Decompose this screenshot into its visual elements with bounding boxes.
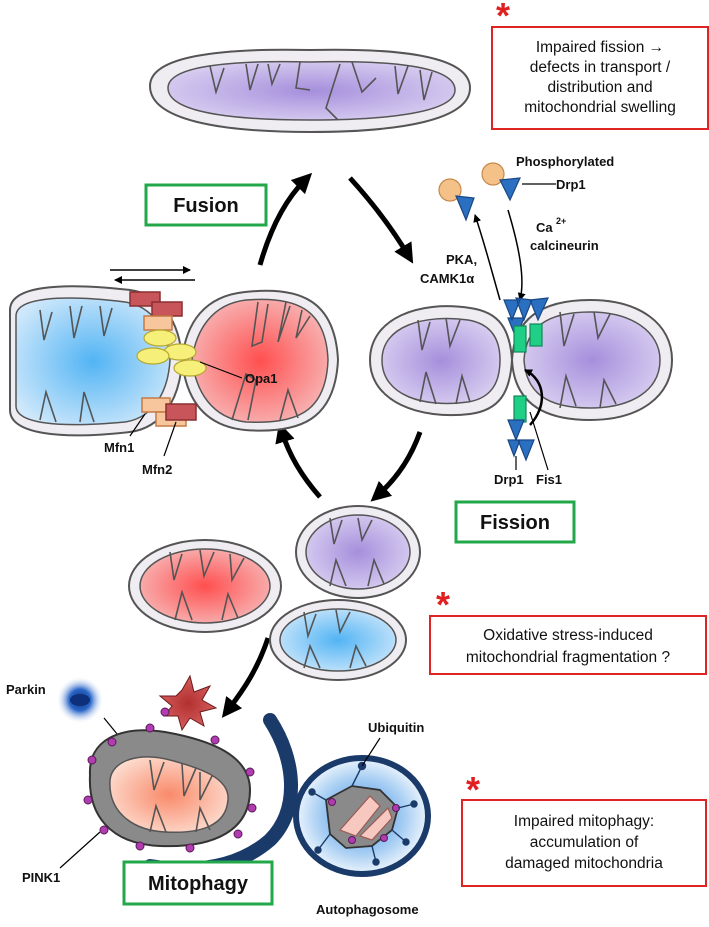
opa1-protein-4 [173,359,207,377]
fis1-protein-top [513,325,527,353]
fis1-label: Fis1 [536,472,562,487]
oxidative-star: * [436,584,450,625]
fusing-mitochondria: Opa1 Mfn1 Mfn2 [9,266,340,477]
camk-label: CAMK1α [420,271,474,286]
ubiquitin-label: Ubiquitin [368,720,424,735]
mfn1-protein-top [143,315,173,331]
phosphorylated-label: Phosphorylated [516,154,614,169]
arrow-to-fusion [257,172,313,266]
mitophagy-stage-label: Mitophagy [122,860,274,906]
fission-stage-label: Fission [454,500,576,544]
ubiquitin-chains [308,761,418,866]
damaged-mitochondrion: Parkin PINK1 [6,674,298,885]
autophagosome: Ubiquitin Autophagosome [293,720,431,917]
phosphorylated-drp1: Phosphorylated Drp1 Ca 2+ calcineurin PK… [420,154,614,301]
fusion-stage-label: Fusion [144,183,268,227]
fis1-protein-bottom [513,395,527,423]
fusion-label: Fusion [173,195,239,217]
arrow-to-fission [348,176,414,264]
impaired-mitophagy-note: * Impaired mitophagy: accumulation of da… [461,769,707,887]
arrow-to-fragments [370,431,423,502]
impaired-fission-line-3: distribution and [547,79,652,96]
cycle-arrows [221,172,423,718]
arrow-to-mitophagy [221,637,271,718]
impaired-fission-line-1: Impaired fission → [536,39,664,56]
mfn2-protein-bottom [165,403,197,421]
impaired-fission-line-2: defects in transport / [530,59,671,76]
impaired-mitophagy-line-2: accumulation of [530,834,639,851]
drp1-top-label: Drp1 [556,177,586,192]
pink1-dots [83,707,257,853]
drp1-ring-bottom [507,419,535,462]
fused-mitochondrion [148,48,472,134]
oxidative-line-2: mitochondrial fragmentation ? [466,649,671,666]
ca-superscript: 2+ [556,216,566,226]
parkin-label: Parkin [6,682,46,697]
pka-label: PKA, [446,252,477,267]
fission-label: Fission [480,512,550,534]
opa1-label: Opa1 [245,371,278,386]
damage-burst [158,674,218,732]
fragmented-mitochondria [128,505,421,681]
mfn2-protein-top-2 [151,301,183,317]
impaired-fission-note: * Impaired fission → defects in transpor… [491,0,709,130]
opa1-protein-1 [143,329,177,347]
calcineurin-label: calcineurin [530,238,599,253]
impaired-mitophagy-line-3: damaged mitochondria [505,855,663,872]
arrow-back-to-fusion [275,422,322,499]
autophagosome-label: Autophagosome [316,902,419,917]
pink1-label: PINK1 [22,870,60,885]
opa1-protein-3 [136,347,170,365]
impaired-fission-line-4: mitochondrial swelling [524,99,676,116]
impaired-mitophagy-line-1: Impaired mitophagy: [514,813,654,830]
mfn2-label: Mfn2 [142,462,172,477]
drp1-bottom-label: Drp1 [494,472,524,487]
oxidative-line-1: Oxidative stress-induced [483,627,653,644]
mfn1-label: Mfn1 [104,440,134,455]
ca-label: Ca [536,220,553,235]
fission-mitochondria: Fis1 Drp1 [368,297,674,487]
mitophagy-label: Mitophagy [148,873,249,895]
oxidative-stress-note: * Oxidative stress-induced mitochondrial… [429,584,707,675]
